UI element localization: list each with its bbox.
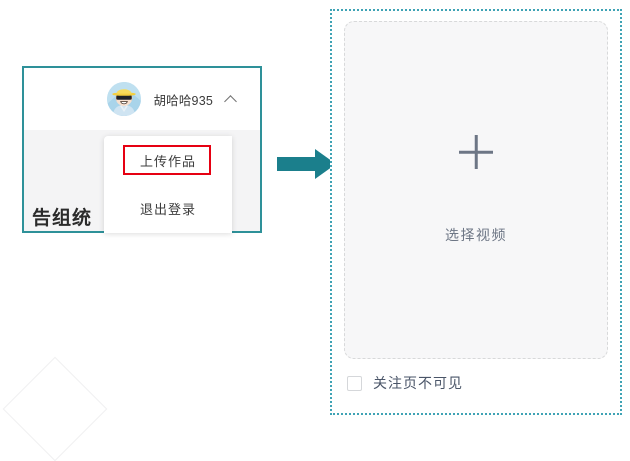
avatar-image	[107, 82, 142, 116]
menu-item-label: 上传作品	[139, 153, 196, 169]
arrow-right-icon	[277, 149, 336, 179]
menu-item-logout[interactable]: 退出登录	[104, 184, 232, 232]
checkbox-label: 关注页不可见	[373, 375, 463, 391]
username-label: 胡哈哈935	[153, 93, 213, 108]
decorative-diamond-shape	[2, 356, 108, 461]
background-partial-text: 告组统	[32, 208, 93, 229]
plus-icon	[459, 135, 493, 169]
video-dropzone[interactable]: 选择视频	[344, 21, 608, 359]
chevron-up-icon[interactable]	[225, 93, 238, 106]
account-dropdown-menu: 上传作品 退出登录	[104, 136, 232, 233]
flow-arrow-right	[277, 148, 337, 180]
highlight-box	[123, 145, 211, 175]
menu-item-label: 退出登录	[139, 201, 196, 217]
checkbox-input[interactable]	[347, 375, 362, 391]
upload-panel: 选择视频 关注页不可见	[330, 9, 622, 415]
account-card-header: 胡哈哈935	[24, 68, 260, 130]
menu-item-upload-work[interactable]: 上传作品	[104, 136, 232, 184]
dropzone-label: 选择视频	[445, 227, 507, 243]
screenshot-stage: 告组统	[0, 0, 630, 425]
hide-from-follow-page-row[interactable]: 关注页不可见	[344, 373, 608, 393]
avatar[interactable]	[107, 82, 142, 116]
